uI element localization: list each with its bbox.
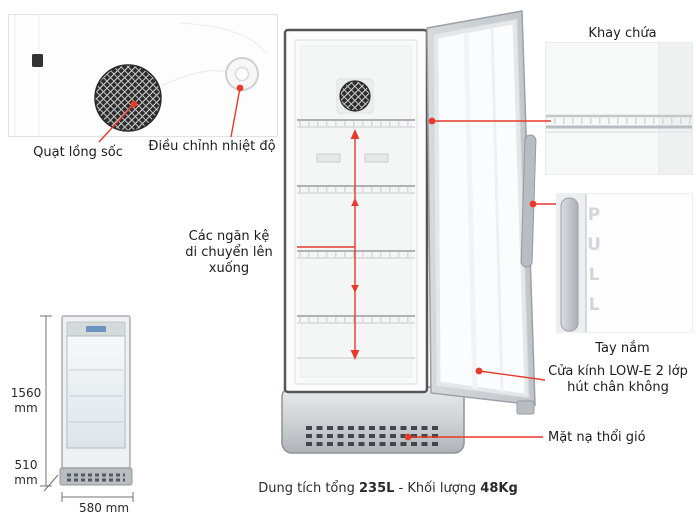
dimension-depth-value: 510: [14, 458, 38, 472]
cabinet-graphic: [283, 28, 429, 394]
dimension-height-unit: mm: [14, 401, 38, 415]
hinge-pin-graphic: [32, 54, 43, 67]
tray-shelf-graphic: [545, 114, 693, 133]
callout-glass-line2: hút chân không: [567, 380, 669, 395]
callout-tray-label: Khay chứa: [588, 26, 657, 41]
callout-grille-label: Mặt nạ thổi gió: [548, 430, 646, 445]
weight-label: Khối lượng: [407, 481, 481, 496]
weight-value: 48Kg: [480, 481, 518, 496]
callout-glass-line1: Cửa kính LOW-E 2 lớp: [548, 364, 688, 379]
open-door-graphic: [426, 10, 537, 415]
footer-separator: -: [394, 481, 408, 496]
interior-fan-graphic: [339, 80, 371, 112]
handle-closeup-illustration: [556, 193, 693, 333]
mini-fridge-illustration: [59, 315, 133, 486]
dimension-height-label: 1560 mm: [6, 386, 46, 416]
base-pedestal-graphic: [281, 386, 465, 454]
callout-shelves-line1: Các ngăn kệ: [188, 229, 270, 244]
footer-specs: Dung tích tổng 235L - Khối lượng 48Kg: [198, 481, 578, 497]
vent-grille-graphic: [306, 426, 440, 446]
tray-closeup-illustration: [545, 42, 693, 175]
capacity-value: 235L: [359, 481, 395, 496]
door-foot-graphic: [516, 400, 535, 415]
capacity-label: Dung tích tổng: [258, 481, 359, 496]
callout-handle-label: Tay nắm: [595, 341, 650, 356]
brand-badge-graphic: [86, 326, 106, 332]
fan-graphic: [94, 64, 162, 132]
interior-vents-graphic: [316, 153, 389, 163]
dimension-depth-unit: mm: [14, 473, 38, 487]
top-panel-closeup-illustration: [8, 14, 278, 137]
shelves-graphic: [297, 119, 415, 359]
callout-shelves-label: Các ngăn kệ di chuyển lên xuống: [164, 229, 294, 277]
handle-bar-graphic: [560, 197, 579, 332]
dimension-depth-label: 510 mm: [6, 458, 46, 488]
dimension-width-label: 580 mm: [78, 501, 130, 515]
dimension-height-value: 1560: [10, 386, 42, 400]
fridge-illustration: [281, 10, 537, 454]
callout-fan-label: Quạt lồng sốc: [33, 145, 123, 160]
thermostat-knob-graphic: [225, 57, 259, 91]
door-pull-text: PULL: [584, 205, 604, 325]
callout-glass-label: Cửa kính LOW-E 2 lớp hút chân không: [543, 364, 693, 396]
callout-thermostat-label: Điều chỉnh nhiệt độ: [148, 139, 276, 154]
callout-shelves-line2: di chuyển lên xuống: [185, 245, 273, 276]
